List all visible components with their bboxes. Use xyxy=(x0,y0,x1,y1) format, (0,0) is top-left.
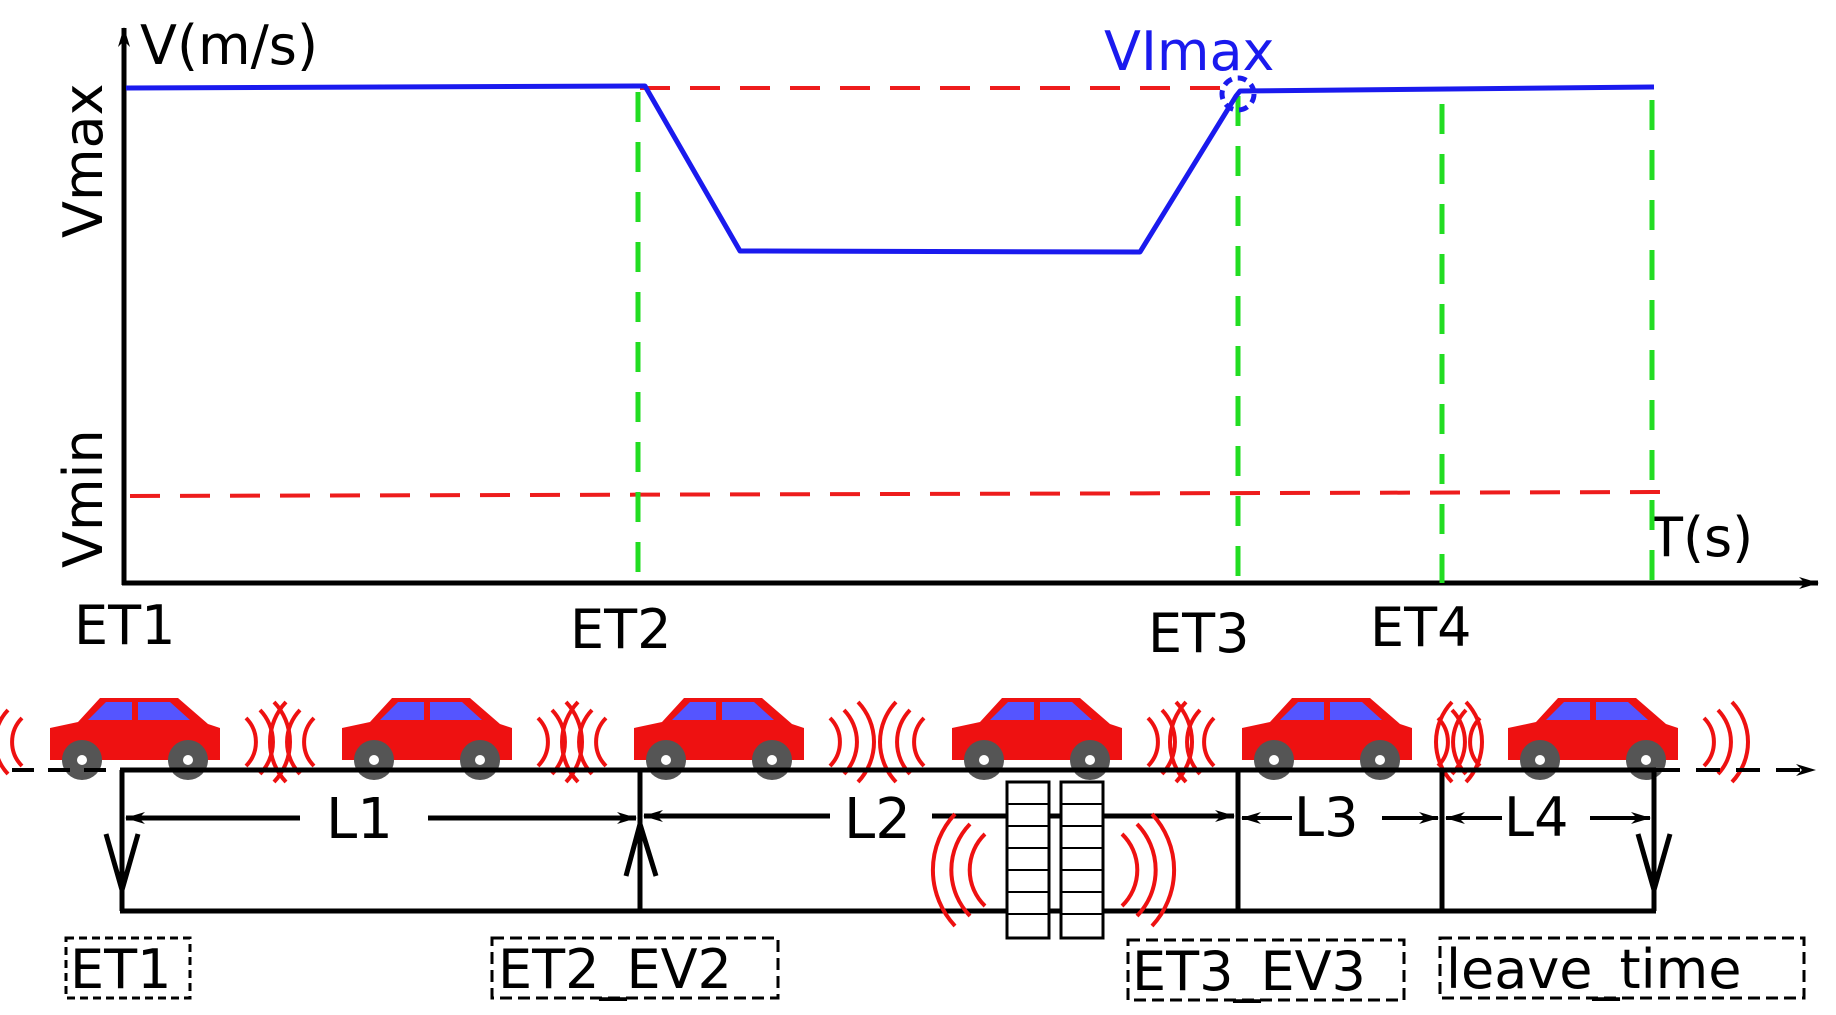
arrow-down-left xyxy=(103,800,141,900)
arrow-up-middle xyxy=(623,814,659,904)
roadside-unit-cell xyxy=(1006,825,1050,849)
roadside-unit-cell xyxy=(1060,891,1104,915)
roadside-unit-cell xyxy=(1060,869,1104,893)
roadside-unit-left-column xyxy=(1005,780,1051,940)
event-box-et2-ev2-label: ET2_EV2 xyxy=(498,938,732,1001)
segment-label-l3: L3 xyxy=(1294,786,1358,849)
roadside-unit xyxy=(930,780,1177,940)
event-box-et1 xyxy=(64,936,192,1000)
event-box-leave-time-label: leave_time xyxy=(1446,938,1742,1001)
speed-profile-line xyxy=(125,83,1655,255)
peak-label: VImax xyxy=(1104,20,1275,83)
roadside-unit-cell xyxy=(1006,891,1050,915)
vmin-label: Vmin xyxy=(52,429,115,568)
peak-marker xyxy=(1219,75,1257,113)
arrow-down-right xyxy=(1635,800,1673,900)
roadside-unit-cell xyxy=(1060,847,1104,871)
vmax-label: Vmax xyxy=(52,83,115,238)
road-diagram: L1 L2 L3 L4 xyxy=(12,764,1816,914)
time-mark-et2: ET2 xyxy=(570,598,671,661)
roadside-unit-cell xyxy=(1006,847,1050,871)
roadside-unit-cell xyxy=(1060,803,1104,827)
time-mark-et4: ET4 xyxy=(1370,596,1471,659)
roadside-unit-cell xyxy=(1006,803,1050,827)
roadside-unit-cell xyxy=(1060,781,1104,805)
vmin-limit-line xyxy=(129,490,1661,498)
time-mark-et3: ET3 xyxy=(1148,602,1249,665)
x-axis-label: T(s) xyxy=(1649,506,1753,569)
y-axis-label: V(m/s) xyxy=(140,14,318,77)
roadside-unit-right-column xyxy=(1059,780,1105,940)
roadside-unit-cell xyxy=(1006,869,1050,893)
event-box-et3-ev3-label: ET3_EV3 xyxy=(1132,940,1366,1003)
roadside-unit-cell xyxy=(1006,781,1050,805)
time-mark-et1: ET1 xyxy=(74,594,175,657)
event-box-et2-ev2 xyxy=(490,936,780,1000)
velocity-chart: V(m/s) T(s) Vmax Vmin VImax ET1 ET2 ET3 … xyxy=(52,14,1819,665)
event-box-row: ET1 ET2_EV2 ET3_EV3 leave_time xyxy=(64,936,1806,1003)
event-box-et3-ev3 xyxy=(1126,938,1406,1002)
event-box-et1-label: ET1 xyxy=(70,938,171,1001)
segment-label-l2: L2 xyxy=(844,787,911,852)
roadside-unit-cell xyxy=(1060,825,1104,849)
segment-label-l4: L4 xyxy=(1504,786,1568,849)
segment-label-l1: L1 xyxy=(326,787,393,852)
event-box-leave-time xyxy=(1438,936,1806,1000)
